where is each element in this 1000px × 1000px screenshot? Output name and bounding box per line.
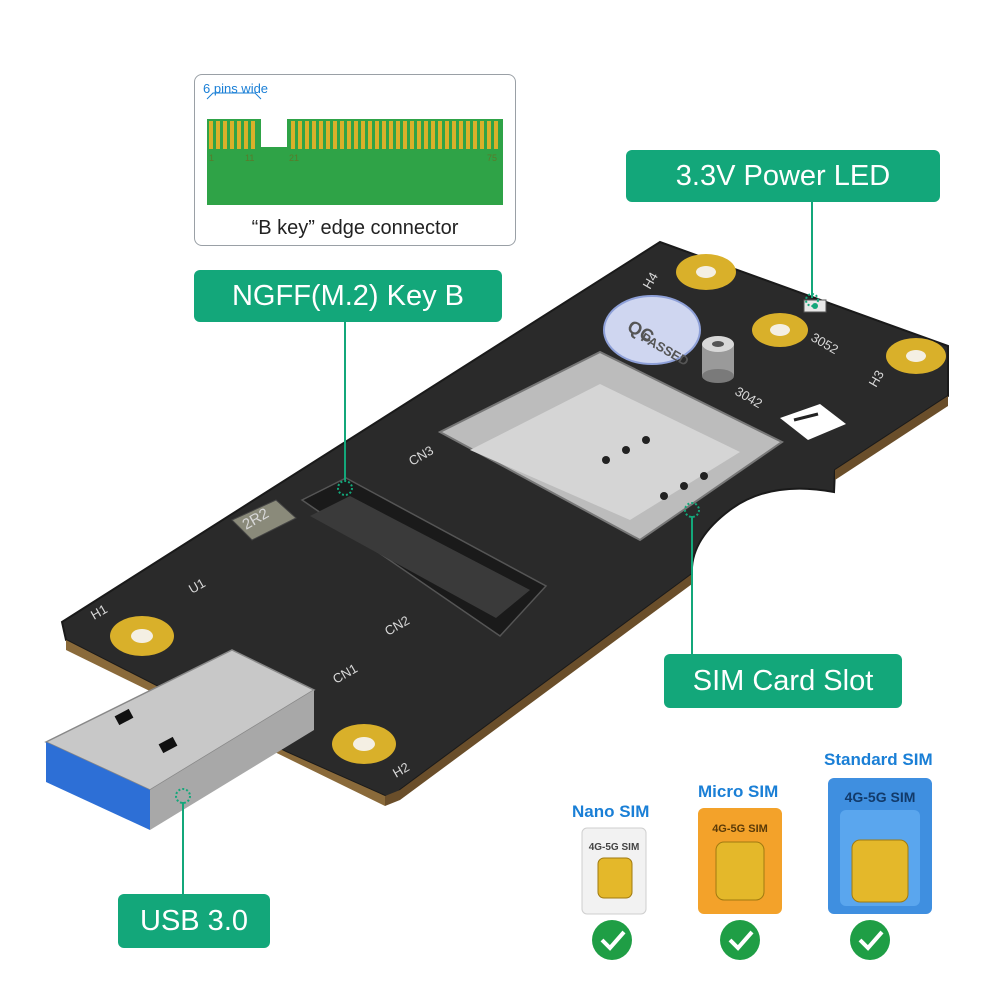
m2-connector-icon <box>300 477 548 637</box>
standard-sim-card-icon <box>828 778 932 914</box>
silk-h1: H1 <box>88 601 110 622</box>
nano-sim-card-icon <box>581 827 647 915</box>
usb-3-label: USB 3.0 <box>118 894 270 948</box>
insert-direction-arrow-icon <box>780 404 846 440</box>
power-led-icon <box>803 299 827 313</box>
silk-h3: H3 <box>866 368 887 390</box>
micro-sim-card-text: 4G-5G SIM <box>712 823 768 835</box>
pin-label-75: 75 <box>487 153 498 163</box>
silk-h4: H4 <box>640 270 661 292</box>
micro-sim-title: Micro SIM <box>698 782 779 801</box>
edge-connector-diagram <box>206 92 503 205</box>
pin-label-11: 11 <box>245 153 255 163</box>
mounting-hole-h3-icon <box>886 338 946 374</box>
edge-connector-caption: “B key” edge connector <box>251 217 459 239</box>
mounting-hole-mid-icon <box>752 313 808 347</box>
nano-check-icon <box>592 920 632 960</box>
nano-sim-card-text: 4G-5G SIM <box>589 842 640 853</box>
ngff-key-b-label: NGFF(M.2) Key B <box>194 270 502 322</box>
edge-connector-inset: 6 pins wide 1 11 21 75 “B key” edge conn… <box>194 74 516 246</box>
silk-u1: U1 <box>186 575 208 596</box>
inductor-icon <box>231 499 297 541</box>
sim-card-slot-label: SIM Card Slot <box>664 654 902 708</box>
qc-passed-sticker-icon <box>603 295 701 365</box>
mounting-hole-h4-icon <box>676 254 736 290</box>
standoff-icon <box>702 336 734 383</box>
power-led-label: 3.3V Power LED <box>626 150 940 202</box>
standard-sim-title: Standard SIM <box>824 750 933 769</box>
standard-sim-card-text: 4G-5G SIM <box>845 789 916 805</box>
standard-check-icon <box>850 920 890 960</box>
pin-label-21: 21 <box>289 153 300 163</box>
pins-wide-hint: 6 pins wide <box>203 81 269 96</box>
pin-label-1: 1 <box>209 153 215 163</box>
micro-sim-card-icon <box>698 808 782 914</box>
silk-h2: H2 <box>390 759 412 780</box>
usb-plug-icon <box>44 649 316 830</box>
mounting-hole-h2-icon <box>332 724 396 764</box>
sim-slot-icon <box>437 350 784 542</box>
micro-check-icon <box>720 920 760 960</box>
nano-sim-title: Nano SIM <box>572 802 650 821</box>
mounting-hole-h1-icon <box>110 616 174 656</box>
